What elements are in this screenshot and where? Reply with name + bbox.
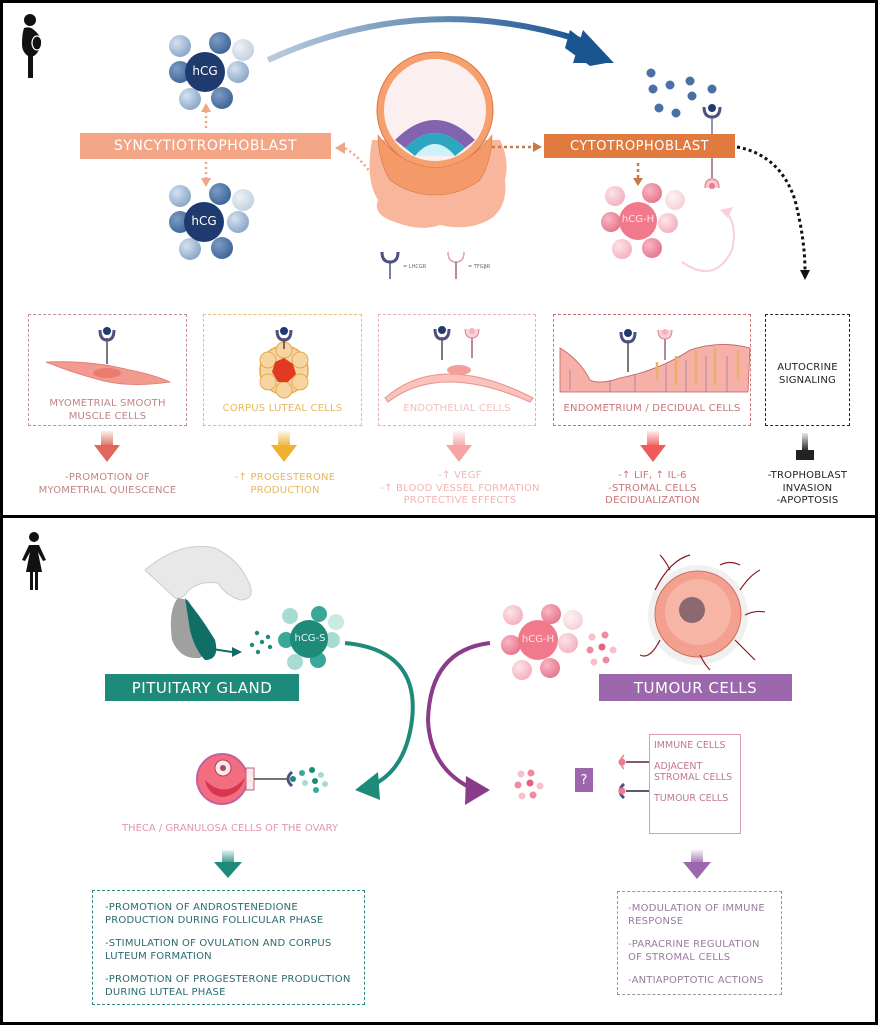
pituitary-effect-item: -STIMULATION OF OVULATION AND CORPUS LUT… <box>105 938 332 962</box>
hcgs-label: hCG-S <box>294 633 326 644</box>
outcome-line: -TROPHOBLAST <box>767 470 848 481</box>
target-label-myometrial: MYOMETRIAL SMOOTH MUSCLE CELLS <box>49 398 166 422</box>
outcome-endothelial: -↑ VEGF -↑ BLOOD VESSEL FORMATION PROTEC… <box>370 470 550 508</box>
outcome-line: MYOMETRIAL QUIESCENCE <box>38 484 177 496</box>
autocrine-dotted-arrow <box>736 145 810 280</box>
tumour-effect-item: -ANTIAPOPTOTIC ACTIONS <box>628 975 764 986</box>
hcg-label-top: hCG <box>192 64 218 78</box>
outcome-line: -PROMOTION OF <box>65 472 150 483</box>
pregnant-woman-icon <box>22 14 43 78</box>
target-box-corpus-luteal <box>203 314 362 426</box>
pituitary-effects-box: -PROMOTION OF ANDROSTENEDIONE PRODUCTION… <box>92 890 365 1005</box>
outcome-corpus-luteal: -↑ PROGESTERONE PRODUCTION <box>200 472 370 497</box>
hcg-dots <box>646 68 717 118</box>
target-label-corpus-luteal: CORPUS LUTEAL CELLS <box>222 403 343 414</box>
outcome-line: INVASION <box>782 482 833 494</box>
unknown-mechanism-badge: ? <box>575 768 593 792</box>
legend-lhcgr-icon <box>380 251 400 279</box>
endometrium-illustration <box>559 329 751 393</box>
outcome-arrow-endometrium <box>640 431 666 462</box>
ovary-cells-label: THECA / GRANULOSA CELLS OF THE OVARY <box>121 823 339 834</box>
outcome-autocrine: -TROPHOBLAST INVASION -APOPTOSIS <box>760 470 855 508</box>
tumour-effects-box: -MODULATION OF IMMUNE RESPONSE -PARACRIN… <box>617 891 782 995</box>
target-label-endothelial: ENDOTHELIAL CELLS <box>403 403 511 414</box>
target-label-autocrine: AUTOCRINE SIGNALING <box>777 362 838 386</box>
outcome-arrow-autocrine-inhibit <box>796 433 814 460</box>
outcome-line: -↑ BLOOD VESSEL FORMATION <box>380 482 540 494</box>
outcome-arrow-endothelial <box>446 431 472 462</box>
tumour-target-tumour: TUMOUR CELLS <box>654 793 729 804</box>
outcome-myometrial: -PROMOTION OF MYOMETRIAL QUIESCENCE <box>20 472 195 497</box>
outcome-arrow-myometrial <box>94 431 120 462</box>
outcome-line: -↑ LIF, ↑ IL-6 <box>618 470 687 481</box>
secretion-flow-arrow <box>266 16 614 66</box>
pituitary-gland-label: PITUITARY GLAND <box>105 674 299 701</box>
hcg-label-bottom: hCG <box>191 214 217 228</box>
tumour-target-stromal: ADJACENT STROMAL CELLS <box>654 761 733 783</box>
hcgh-cluster-top <box>601 183 685 259</box>
tumour-targets-box: IMMUNE CELLS ADJACENT STROMAL CELLS TUMO… <box>649 734 741 834</box>
cyto-lhcgr-receptor <box>702 104 722 189</box>
cyto-dotted-arrows <box>492 145 640 178</box>
myometrial-cell-illustration <box>45 327 172 385</box>
target-box-endometrium <box>553 314 751 426</box>
target-box-myometrial <box>28 314 187 426</box>
syncytiotrophoblast-label: SYNCYTIOTROPHOBLAST <box>80 133 331 159</box>
blastocyst-illustration <box>369 51 507 228</box>
hcgh-label-top: hCG-H <box>621 214 655 225</box>
pituitary-effect-item: -PROMOTION OF PROGESTERONE PRODUCTION DU… <box>105 974 351 998</box>
pituitary-effect-item: -PROMOTION OF ANDROSTENEDIONE PRODUCTION… <box>105 902 324 926</box>
tumour-cells-label: TUMOUR CELLS <box>599 674 792 701</box>
outcome-line: PROTECTIVE EFFECTS <box>403 495 517 506</box>
outcome-line: -STROMAL CELLS <box>608 482 697 494</box>
outcome-endometrium: -↑ LIF, ↑ IL-6 -STROMAL CELLS DECIDUALIZ… <box>570 470 735 508</box>
target-box-autocrine <box>765 314 850 426</box>
target-box-endothelial <box>378 314 536 426</box>
hcg-cluster-top <box>169 32 254 110</box>
outcome-line: DECIDUALIZATION <box>605 495 700 506</box>
hcgh-label-bottom: hCG-H <box>521 634 555 645</box>
hcg-cluster-bottom <box>169 183 254 260</box>
outcome-line: -↑ PROGESTERONE <box>234 472 336 483</box>
outcome-line: -APOPTOSIS <box>776 495 839 506</box>
cytotrophoblast-label: CYTOTROPHOBLAST <box>544 134 735 158</box>
target-label-endometrium: ENDOMETRIUM / DECIDUAL CELLS <box>563 403 741 414</box>
corpus-luteum-illustration <box>259 327 309 399</box>
legend-tfgbr-label: = TFGβR <box>468 264 491 270</box>
outcome-arrow-corpus-luteal <box>271 431 297 462</box>
tumour-effect-item: -MODULATION OF IMMUNE RESPONSE <box>628 903 765 927</box>
outcome-line: PRODUCTION <box>250 484 320 496</box>
legend-lhcgr-label: = LHCGR <box>403 264 427 270</box>
tumour-effect-item: -PARACRINE REGULATION OF STROMAL CELLS <box>628 939 760 963</box>
legend-tfgbr-icon <box>447 251 465 279</box>
tumour-target-immune: IMMUNE CELLS <box>654 740 726 751</box>
endothelial-cell-illustration <box>384 326 534 403</box>
pregnancy-diagram-art <box>22 14 814 462</box>
outcome-line: -↑ VEGF <box>438 470 482 481</box>
